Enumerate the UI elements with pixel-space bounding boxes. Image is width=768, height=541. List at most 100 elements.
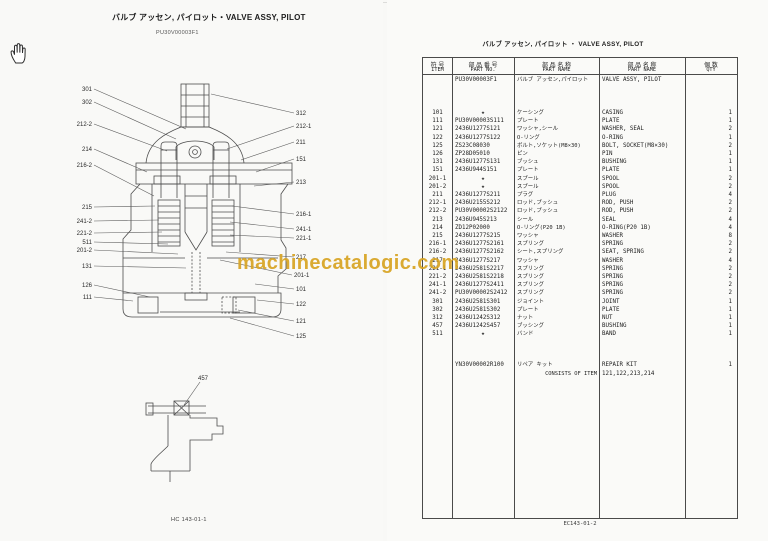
callout-label: 121 [296, 319, 307, 325]
callout-leader-line [253, 181, 295, 187]
cell-part-no: 2436U1277S122 [455, 134, 501, 141]
cell-part-no: 2436U945S213 [455, 216, 497, 223]
cell-name-jp: ブッシュ [517, 159, 539, 166]
header-partname-en: PART NAME [542, 67, 571, 73]
cell-name-en: O-RING [602, 134, 623, 141]
cell-part-no: ZD12P02000 [455, 224, 490, 231]
cell-name-jp: ロッド,プッシュ [517, 208, 558, 215]
cell-qty: 1 [728, 362, 733, 369]
cell-name-en: O-RING(P20 1B) [602, 224, 651, 231]
spring-right [211, 199, 235, 247]
cell-item: 122 [432, 134, 443, 141]
header-qty-jp: 個 数 [704, 63, 718, 69]
callout-leader-line [240, 141, 295, 161]
cell-item [423, 361, 452, 369]
cell-part-no: 2436U944S151 [455, 167, 497, 174]
casing-left-wall [122, 183, 141, 293]
cell-item: 301 [432, 298, 443, 305]
callout-leader-line [229, 221, 295, 230]
cell-item: 216-2 [428, 249, 447, 256]
detail-view-457 [145, 400, 224, 482]
cell-qty: 4 [728, 216, 733, 223]
spring-left [157, 199, 181, 247]
cell-item: 312 [432, 314, 443, 321]
callout-leader-line [93, 284, 151, 298]
callout-label: 201-1 [294, 273, 310, 279]
cell-name-en: SPRING [602, 241, 623, 248]
cell-name-en: PLATE [602, 167, 620, 174]
cell-name-jp: ケーシング [517, 109, 544, 116]
center-spool [184, 231, 208, 251]
cell-qty: 1 [728, 314, 733, 321]
cell-name-en: SPRING [602, 282, 623, 289]
bushing-detail [173, 400, 190, 416]
cell-name-jp: スプリング [517, 282, 544, 289]
cell-part-no: 2436U1242S457 [455, 323, 501, 330]
cam-dome [145, 126, 245, 164]
left-page-footer-code: HC 143-01-1 [171, 517, 207, 523]
header-partname2-jp: 部 品 名 称 [627, 63, 657, 69]
header-partname2-en: PART NAME [627, 67, 657, 73]
callout-leader-line [225, 251, 295, 258]
cell-name-en: REPAIR KIT [602, 362, 637, 369]
cell-qty: 2 [728, 175, 733, 182]
cell-item: 241-2 [428, 290, 447, 297]
cell-qty: 2 [728, 241, 733, 248]
port-block-left [137, 296, 159, 314]
callout-label: 221-1 [296, 236, 312, 242]
cell-name-en: ROD, PUSH [602, 200, 634, 207]
cell-part-no [452, 370, 514, 378]
callout-label: 211 [296, 140, 306, 146]
cell-consists-note: CONSISTS OF ITEM [545, 370, 597, 377]
callout-leader-line [210, 93, 295, 114]
cell-part-no: PU30V00002S2122 [455, 208, 508, 215]
cell-name-en: SPRING [602, 265, 623, 272]
cell-qty: 1 [728, 159, 733, 166]
cell-part-no: PU30V00002S2412 [455, 290, 508, 297]
cell-name-en: WASHER, SEAL [602, 126, 644, 133]
cell-qty: 1 [728, 298, 733, 305]
cell-item: 217 [432, 257, 443, 264]
cell-qty [685, 76, 737, 84]
cell-name-en: NUT [602, 314, 613, 321]
cell-qty: 2 [728, 200, 733, 207]
cell-name-jp: バルブ アッセン,パイロット [517, 77, 589, 84]
callout-leader-line [229, 234, 295, 239]
cell-part-no: YN30V00002R100 [455, 362, 504, 369]
cell-name-jp: スプール [517, 183, 539, 190]
cell-part-no: 2436U1277S215 [455, 232, 501, 239]
cell-name-jp: ナット [517, 314, 534, 321]
push-rod-right [212, 141, 230, 198]
callout-label: 221-2 [77, 231, 93, 237]
cell-name-jp: ブッシング [517, 323, 544, 330]
scan-top-edge [0, 2, 768, 3]
cell-part-no: 2436U1277S2411 [455, 282, 504, 289]
callout-leader-line [93, 231, 163, 234]
callout-leader-line [93, 101, 177, 140]
callout-label: 125 [296, 334, 307, 340]
callout-label: 111 [83, 295, 93, 301]
callout-leader-line [93, 148, 148, 173]
cell-qty: 2 [728, 265, 733, 272]
cell-item: 215 [432, 232, 443, 239]
cell-name-jp: ロッド,プッシュ [517, 200, 558, 207]
cell-name-jp: ワッシャ [517, 232, 539, 239]
cell-name-en: VALVE ASSY, PILOT [602, 77, 662, 84]
callout-leader-line [229, 317, 295, 337]
cell-name-jp: プレート [517, 118, 539, 125]
cell-name-jp: O-リング [517, 134, 540, 141]
valve-cross-section-diagram: 301302212-2214216-2215241-2221-2511201-2… [77, 83, 312, 482]
cell-part-no: 2436U2581S301 [455, 298, 501, 305]
cell-part-no: ZS23C08030 [455, 142, 490, 149]
cell-name-jp: シール [517, 216, 534, 223]
cell-qty: 1 [728, 323, 733, 330]
